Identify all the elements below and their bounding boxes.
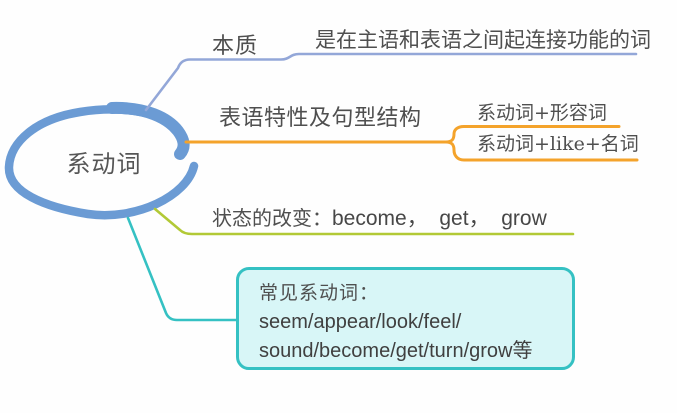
topic-essence-detail[interactable]: 是在主语和表语之间起连接功能的词 bbox=[315, 28, 651, 52]
topic-pattern-like-noun[interactable]: 系动词+like+名词 bbox=[477, 133, 639, 155]
topic-state-change-verbs: become， get， grow bbox=[332, 207, 547, 230]
common-verbs-line-1: seem/appear/look/feel/ bbox=[259, 311, 462, 333]
topic-state-change-label: 状态的改变： bbox=[212, 206, 332, 230]
branch-line-state-change bbox=[153, 207, 575, 236]
topic-predicative-structure[interactable]: 表语特性及句型结构 bbox=[219, 106, 422, 131]
topic-essence[interactable]: 本质 bbox=[212, 34, 259, 59]
branch-line-essence bbox=[144, 52, 638, 112]
topic-pattern-adjective[interactable]: 系动词+形容词 bbox=[477, 102, 607, 124]
central-topic-label[interactable]: 系动词 bbox=[66, 150, 142, 178]
common-verbs-line-2: sound/become/get/turn/grow等 bbox=[259, 340, 533, 362]
branch-line-common bbox=[126, 216, 240, 322]
branch-line-predicative-lower bbox=[444, 140, 639, 162]
common-verbs-title: 常见系动词： bbox=[259, 282, 380, 304]
central-topic-ellipse-thick-stroke bbox=[106, 101, 190, 160]
topic-state-change[interactable]: 状态的改变：become， get， grow bbox=[212, 207, 547, 231]
topic-common-linking-verbs-box[interactable]: 常见系动词： seem/appear/look/feel/ sound/beco… bbox=[236, 267, 575, 370]
